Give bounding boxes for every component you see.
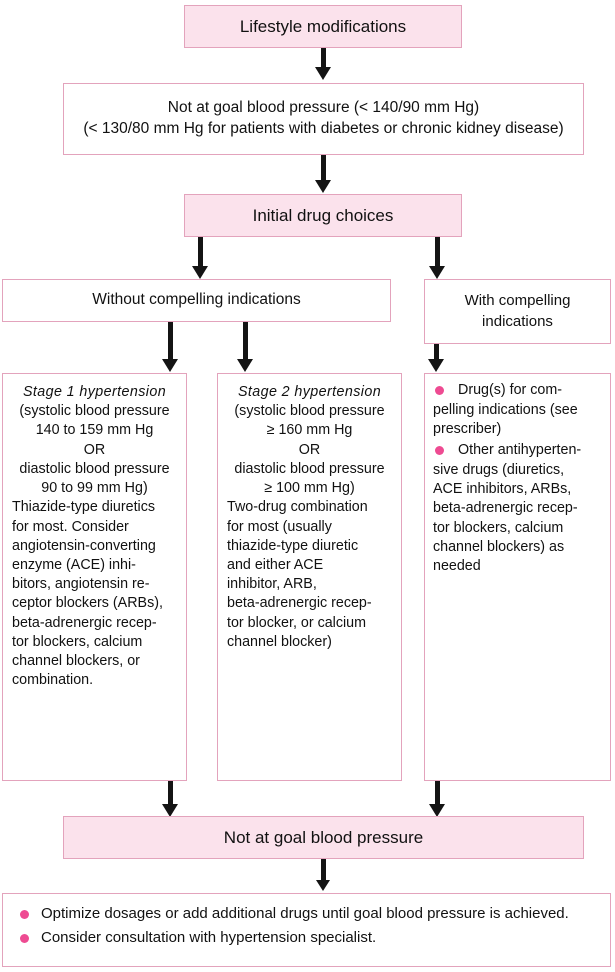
arrow-stage1-to-notatgoal-bottom xyxy=(160,781,180,817)
stage2-criteria-line-3: OR xyxy=(298,441,321,458)
list-item: Drug(s) for com- xyxy=(433,381,602,400)
compelling-bullet-1-line-2: pelling indications (see xyxy=(433,402,578,419)
stage1-body-line-9: channel blockers, or xyxy=(12,653,140,670)
node-lifestyle-modifications[interactable]: Lifestyle modifications xyxy=(184,5,462,48)
stage1-criteria-line-3: OR xyxy=(83,441,106,458)
node-with-compelling-indications-line2: indications xyxy=(482,312,553,330)
stage2-criteria-line-2: ≥ 160 mm Hg xyxy=(266,422,353,439)
stage1-body-line-10: combination. xyxy=(12,672,94,689)
bullet-dot-icon xyxy=(435,445,444,455)
node-initial-drug-choices[interactable]: Initial drug choices xyxy=(184,194,462,237)
node-compelling-indications-detail[interactable]: Drug(s) for com- pelling indications (se… xyxy=(424,373,611,781)
final-action-1: Optimize dosages or add additional drugs… xyxy=(41,905,569,922)
stage1-body-line-3: angiotensin-converting xyxy=(12,537,156,554)
list-item: Consider consultation with hypertension … xyxy=(17,927,600,950)
node-lifestyle-modifications-label: Lifestyle modifications xyxy=(239,16,407,36)
stage1-body-line-8: tor blockers, calcium xyxy=(12,633,143,650)
arrow-lifestyle-to-notatgoal xyxy=(313,48,333,80)
stage2-body-line-8: channel blocker) xyxy=(227,633,332,650)
list-item: Optimize dosages or add additional drugs… xyxy=(17,903,600,926)
final-action-2: Consider consultation with hypertension … xyxy=(41,928,377,946)
compelling-bullet-2-line-1: Other antihyperten- xyxy=(458,441,582,458)
bullet-dot-icon xyxy=(435,386,444,395)
arrow-notatgoal-to-initialdrug xyxy=(313,155,333,193)
arrow-without-to-stage2 xyxy=(235,322,255,372)
bullet-dot-icon xyxy=(20,910,29,919)
compelling-bullet-1-line-3: prescriber) xyxy=(433,421,502,438)
compelling-bullet-2-line-5: tor blockers, calcium xyxy=(433,519,564,536)
node-stage1-hypertension[interactable]: Stage 1 hypertension (systolic blood pre… xyxy=(2,373,187,781)
stage2-body-line-2: for most (usually xyxy=(227,518,332,535)
node-with-compelling-indications[interactable]: With compelling indications xyxy=(424,279,611,344)
node-without-compelling-indications[interactable]: Without compelling indications xyxy=(2,279,391,322)
compelling-bullet-1-line-1: Drug(s) for com- xyxy=(458,382,563,398)
stage1-criteria-line-5: 90 to 99 mm Hg) xyxy=(41,480,148,497)
arrow-initialdrug-to-without xyxy=(190,237,210,279)
compelling-bullet-2-line-3: ACE inhibitors, ARBs, xyxy=(433,481,572,498)
stage1-body-line-4: enzyme (ACE) inhi- xyxy=(12,556,136,573)
compelling-bullet-2-line-4: beta-adrenergic recep- xyxy=(433,500,578,517)
compelling-bullet-2-line-6: channel blockers) as xyxy=(433,538,565,555)
arrow-compelling-to-notatgoal-bottom xyxy=(427,781,447,817)
stage2-title: Stage 2 hypertension xyxy=(237,384,382,400)
stage1-body-line-5: bitors, angiotensin re- xyxy=(12,576,150,593)
stage2-body-line-1: Two-drug combination xyxy=(227,499,368,516)
stage2-body-line-7: tor blocker, or calcium xyxy=(227,614,367,631)
arrow-notatgoal-to-final-actions xyxy=(313,859,333,891)
node-initial-drug-choices-label: Initial drug choices xyxy=(252,205,394,225)
node-not-at-goal-top-line1: Not at goal blood pressure (< 140/90 mm … xyxy=(167,99,480,117)
arrow-with-to-compelling-detail xyxy=(426,344,446,372)
stage1-body-line-2: for most. Consider xyxy=(12,518,129,535)
stage2-criteria-line-5: ≥ 100 mm Hg) xyxy=(264,480,355,497)
node-with-compelling-indications-line1: With compelling xyxy=(464,292,571,310)
stage1-criteria-line-1: (systolic blood pressure xyxy=(19,403,170,420)
compelling-bullet-2-line-7: needed xyxy=(433,557,481,574)
stage2-criteria-line-1: (systolic blood pressure xyxy=(234,403,385,420)
arrow-initialdrug-to-with xyxy=(427,237,447,279)
node-not-at-goal-top[interactable]: Not at goal blood pressure (< 140/90 mm … xyxy=(63,83,584,155)
stage2-body-line-6: beta-adrenergic recep- xyxy=(227,595,372,612)
stage2-criteria-line-4: diastolic blood pressure xyxy=(234,460,385,477)
stage1-body-line-7: beta-adrenergic recep- xyxy=(12,614,157,631)
stage2-body-line-5: inhibitor, ARB, xyxy=(227,576,317,593)
stage2-body-line-3: thiazide-type diuretic xyxy=(227,537,359,554)
compelling-bullet-2-line-2: sive drugs (diuretics, xyxy=(433,461,565,478)
list-item: Other antihyperten- xyxy=(433,441,602,460)
stage2-body-line-4: and either ACE xyxy=(227,556,324,573)
stage1-criteria-line-2: 140 to 159 mm Hg xyxy=(35,422,154,439)
stage1-body-line-6: ceptor blockers (ARBs), xyxy=(12,595,163,612)
stage1-criteria-line-4: diastolic blood pressure xyxy=(19,460,170,477)
node-without-compelling-indications-label: Without compelling indications xyxy=(92,291,301,309)
node-not-at-goal-top-line2: (< 130/80 mm Hg for patients with diabet… xyxy=(83,120,564,137)
stage1-title: Stage 1 hypertension xyxy=(22,384,167,400)
node-not-at-goal-bottom-label: Not at goal blood pressure xyxy=(223,827,424,847)
node-final-actions[interactable]: Optimize dosages or add additional drugs… xyxy=(2,893,611,967)
bullet-dot-icon xyxy=(20,933,29,943)
node-not-at-goal-bottom[interactable]: Not at goal blood pressure xyxy=(63,816,584,859)
node-stage2-hypertension[interactable]: Stage 2 hypertension (systolic blood pre… xyxy=(217,373,402,781)
arrow-without-to-stage1 xyxy=(160,322,180,372)
stage1-body-line-1: Thiazide-type diuretics xyxy=(12,499,156,516)
